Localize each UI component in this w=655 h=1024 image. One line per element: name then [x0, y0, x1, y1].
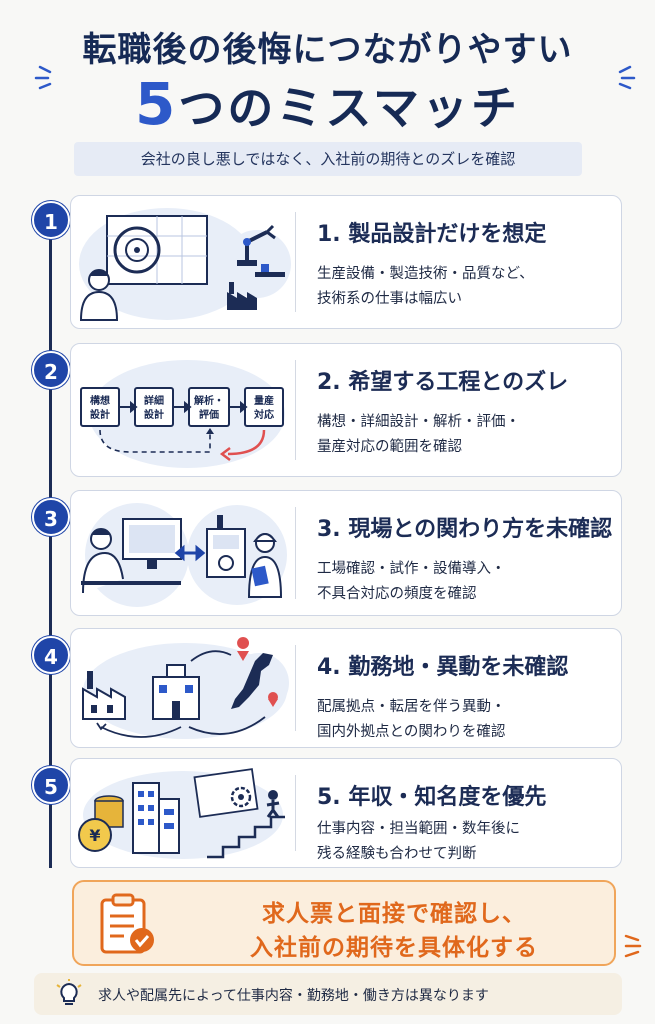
card-divider — [295, 360, 296, 460]
sparkle-left-icon — [34, 65, 52, 90]
checklist-clipboard-icon — [100, 893, 154, 954]
timeline-line — [49, 218, 52, 868]
return-arrow-icon — [227, 429, 266, 456]
title-number: 5 — [135, 70, 179, 138]
card-description: 仕事内容・担当範囲・数年後に 残る経験も合わせて判断 — [317, 817, 520, 867]
location-transfer-illustration — [82, 637, 289, 739]
mismatch-card-5: ¥ 5. 年収・知名度を優先 仕事内容・担当範囲・数年後に 残る経験も合わせて判… — [70, 758, 622, 868]
double-arrow-icon — [174, 544, 206, 562]
card-description-line: 不具合対応の頻度を確認 — [317, 586, 477, 602]
cta-box: 求人票と面接で確認し、 入社前の期待を具体化する — [72, 880, 616, 966]
card-heading: 5. 年収・知名度を優先 — [317, 785, 547, 810]
sparkle-right-icon — [618, 65, 636, 90]
card-description-line: 残る経験も合わせて判断 — [317, 846, 477, 862]
gear-icon — [230, 786, 252, 808]
robot-arm-icon — [237, 224, 285, 277]
cta-line-1: 求人票と面接で確認し、 — [262, 901, 526, 927]
yen-coin-icon: ¥ — [78, 795, 124, 852]
lightbulb-icon — [56, 979, 82, 1005]
process-step-box: 量産 対応 — [244, 387, 284, 427]
card-description-line: 工場確認・試作・設備導入・ — [317, 561, 506, 577]
card-description-line: 量産対応の範囲を確認 — [317, 439, 462, 455]
process-step-box: 解析・ 評価 — [188, 387, 230, 427]
card-description-line: 配属拠点・転居を伴う異動・ — [317, 699, 506, 715]
card-heading: 4. 勤務地・異動を未確認 — [317, 655, 569, 680]
card-description-line: 仕事内容・担当範囲・数年後に — [317, 821, 520, 837]
footnote-box: 求人や配属先によって仕事内容・勤務地・働き方は異なります — [34, 973, 622, 1015]
stairs-person-icon — [207, 790, 285, 859]
process-step-box: 詳細 設計 — [134, 387, 174, 427]
map-pin-icon — [268, 692, 278, 707]
process-step-label: 解析・ — [194, 394, 224, 407]
office-building-icon — [132, 782, 180, 854]
step-badge-5: 5 — [32, 766, 70, 804]
process-step-label: 対応 — [253, 408, 274, 421]
process-step-label: 量産 — [254, 394, 274, 407]
product-design-illustration — [79, 208, 291, 321]
subtitle-banner: 会社の良し悪しではなく、入社前の期待とのズレを確認 — [74, 142, 582, 176]
process-flow-illustration: 構想 設計 詳細 設計 解析・ 評価 量産 対応 — [80, 360, 285, 468]
step-badge-4: 4 — [32, 636, 70, 674]
card-divider — [295, 507, 296, 599]
process-step-label: 評価 — [199, 408, 219, 421]
process-step-label: 設計 — [144, 408, 164, 421]
card-divider — [295, 212, 296, 312]
footnote-text: 求人や配属先によって仕事内容・勤務地・働き方は異なります — [98, 988, 489, 1004]
card-description-line: 構想・詳細設計・解析・評価・ — [317, 414, 520, 430]
mismatch-card-2: 構想 設計 詳細 設計 解析・ 評価 量産 対応 2. 希望する工程とのズレ — [70, 343, 622, 477]
card-divider — [295, 645, 296, 731]
card-description: 工場確認・試作・設備導入・ 不具合対応の頻度を確認 — [317, 557, 506, 607]
title-rest: つのミスマッチ — [178, 81, 520, 135]
sparkle-right-icon — [624, 934, 642, 958]
page-title: 転職後の後悔につながりやすい — [82, 30, 573, 70]
step-badge-1: 1 — [32, 201, 70, 239]
mismatch-card-1: 1. 製品設計だけを想定 生産設備・製造技術・品質など、 技術系の仕事は幅広い — [70, 195, 622, 329]
card-heading: 3. 現場との関わり方を未確認 — [317, 517, 613, 542]
mismatch-card-4: 4. 勤務地・異動を未確認 配属拠点・転居を伴う異動・ 国内外拠点との関わりを確… — [70, 628, 622, 748]
process-step-label: 設計 — [90, 408, 110, 421]
map-pin-icon — [237, 637, 250, 661]
card-description: 配属拠点・転居を伴う異動・ 国内外拠点との関わりを確認 — [317, 695, 506, 745]
factory-icon — [227, 282, 257, 310]
japan-map-icon — [231, 653, 273, 709]
svg-text:¥: ¥ — [89, 826, 100, 845]
step-badge-2: 2 — [32, 351, 70, 389]
process-step-label: 詳細 — [144, 394, 164, 407]
page-title-line2: 5つのミスマッチ — [0, 70, 655, 138]
process-step-label: 構想 — [90, 394, 110, 407]
card-heading: 1. 製品設計だけを想定 — [317, 222, 547, 247]
card-description-line: 技術系の仕事は幅広い — [317, 291, 462, 307]
card-description: 構想・詳細設計・解析・評価・ 量産対応の範囲を確認 — [317, 410, 520, 460]
mismatch-card-3: 3. 現場との関わり方を未確認 工場確認・試作・設備導入・ 不具合対応の頻度を確… — [70, 490, 622, 616]
step-badge-3: 3 — [32, 498, 70, 536]
site-collaboration-illustration — [81, 503, 287, 607]
worker-tablet-icon — [247, 533, 283, 598]
monitor-engineer-icon — [81, 518, 182, 594]
card-description-line: 国内外拠点との関わりを確認 — [317, 724, 506, 740]
office-building-icon — [152, 664, 200, 720]
card-description: 生産設備・製造技術・品質など、 技術系の仕事は幅広い — [317, 262, 534, 312]
tire-icon — [113, 226, 161, 274]
process-step-box: 構想 設計 — [80, 387, 120, 427]
salary-career-illustration: ¥ — [78, 768, 285, 859]
card-divider — [295, 775, 296, 851]
card-heading: 2. 希望する工程とのズレ — [317, 370, 569, 395]
cta-line-2: 入社前の期待を具体化する — [250, 935, 538, 961]
card-description-line: 生産設備・製造技術・品質など、 — [317, 266, 534, 282]
factory-icon — [82, 671, 126, 720]
